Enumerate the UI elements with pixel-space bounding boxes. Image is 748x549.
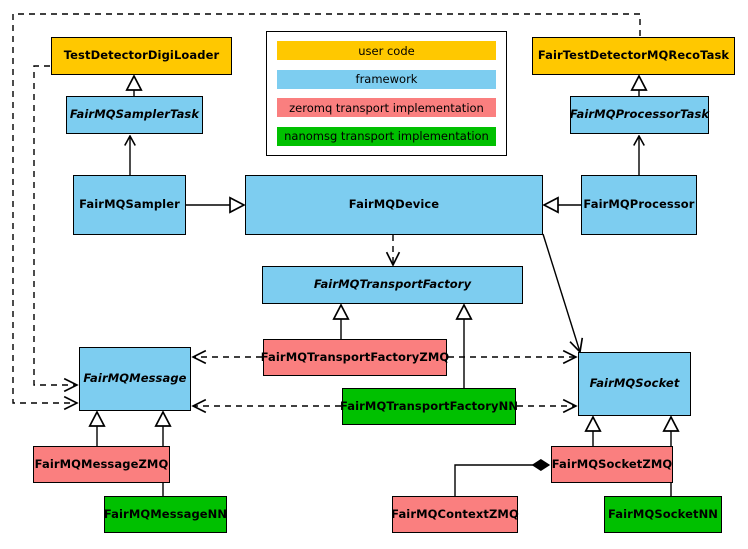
class-label: FairMQDevice: [348, 197, 440, 212]
class-label: FairMQProcessorTask: [569, 107, 710, 122]
legend-item-user-code: user code: [277, 41, 496, 60]
class-label: FairMQTransportFactory: [313, 277, 472, 292]
class-label: FairMQProcessor: [583, 197, 695, 212]
class-box-fairmqsampler[interactable]: FairMQSampler: [73, 175, 186, 235]
class-label: FairMQSocketZMQ: [551, 456, 673, 471]
legend-item-label: framework: [355, 72, 418, 87]
class-label: FairMQSocket: [589, 376, 680, 391]
class-label: FairMQTransportFactoryZMQ: [260, 349, 450, 364]
class-label: FairMQMessageNN: [103, 506, 228, 521]
class-label: FairTestDetectorMQRecoTask: [537, 48, 730, 63]
legend-item-nanomsg: nanomsg transport implementation: [277, 126, 496, 146]
legend-panel: user code framework zeromq transport imp…: [266, 31, 507, 156]
class-box-fairmqtransportfactoryzmq[interactable]: FairMQTransportFactoryZMQ: [260, 339, 450, 376]
class-label: TestDetectorDigiLoader: [63, 48, 220, 63]
class-box-fairmqdevice[interactable]: FairMQDevice: [245, 175, 543, 235]
class-label: FairMQContextZMQ: [391, 506, 519, 521]
class-box-fairmqtransportfactory[interactable]: FairMQTransportFactory: [262, 266, 523, 304]
class-box-fairmqsocketnn[interactable]: FairMQSocketNN: [604, 496, 722, 533]
edge-device-socket: [542, 233, 580, 352]
class-box-fairmqcontextzmq[interactable]: FairMQContextZMQ: [391, 496, 519, 533]
class-label: FairMQMessage: [83, 371, 187, 386]
class-box-fairmqprocessor[interactable]: FairMQProcessor: [581, 175, 697, 235]
class-box-fairmqtransportfactorynn[interactable]: FairMQTransportFactoryNN: [339, 388, 519, 425]
class-box-fairmqsocketzmq[interactable]: FairMQSocketZMQ: [551, 446, 673, 483]
legend-item-label: nanomsg transport implementation: [284, 129, 489, 144]
legend-item-label: zeromq transport implementation: [289, 100, 484, 115]
class-label: FairMQSampler: [79, 197, 180, 212]
class-box-fairmqsocket[interactable]: FairMQSocket: [578, 352, 691, 416]
class-box-fairmqmessage[interactable]: FairMQMessage: [79, 347, 191, 411]
class-box-fairtestdetectormqrecotask[interactable]: FairTestDetectorMQRecoTask: [532, 37, 735, 75]
legend-item-label: user code: [358, 43, 415, 58]
class-box-testdetectordigiloader[interactable]: TestDetectorDigiLoader: [51, 37, 232, 75]
legend-item-zeromq: zeromq transport implementation: [277, 98, 496, 118]
class-box-fairmqsamplertask[interactable]: FairMQSamplerTask: [66, 96, 203, 134]
class-label: FairMQSamplerTask: [69, 107, 200, 122]
class-label: FairMQSocketNN: [607, 506, 719, 521]
class-label: FairMQTransportFactoryNN: [339, 398, 519, 413]
class-label: FairMQMessageZMQ: [34, 456, 169, 471]
class-box-fairmqmessagezmq[interactable]: FairMQMessageZMQ: [33, 446, 170, 483]
class-box-fairmqprocessortask[interactable]: FairMQProcessorTask: [570, 96, 709, 134]
class-box-fairmqmessagenn[interactable]: FairMQMessageNN: [104, 496, 227, 533]
legend-item-framework: framework: [277, 69, 496, 89]
